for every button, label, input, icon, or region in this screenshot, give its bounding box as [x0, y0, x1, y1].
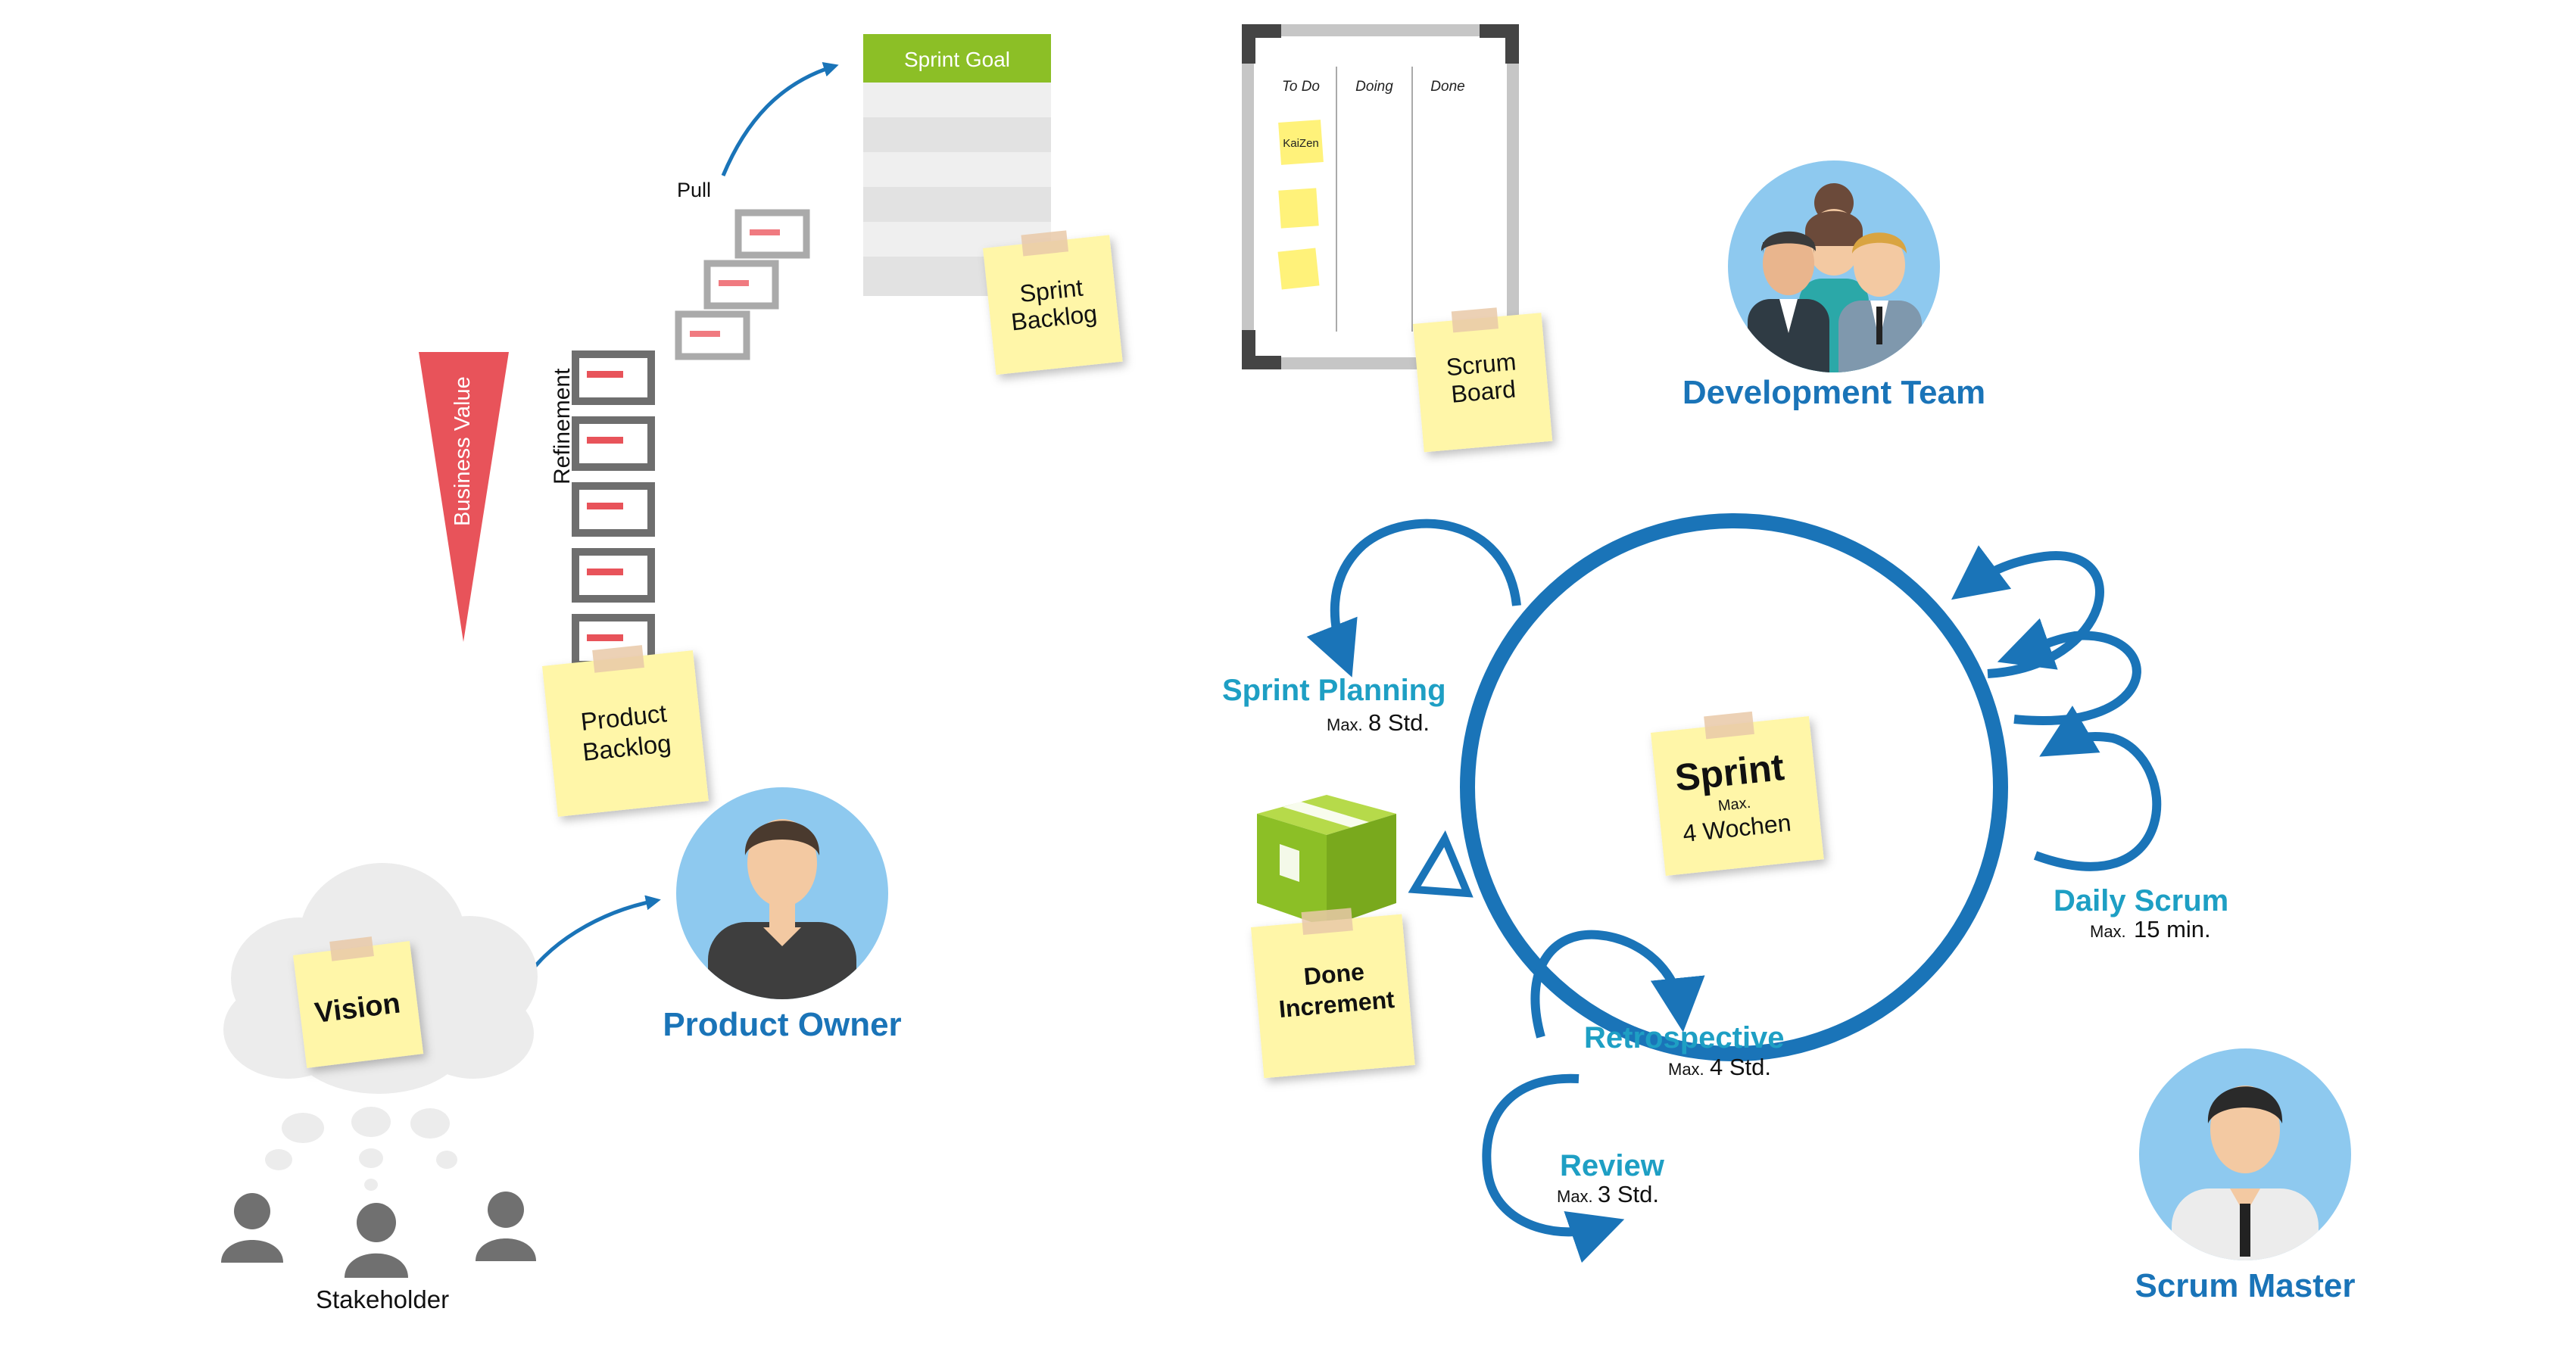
note-line-2: Board — [1450, 375, 1517, 408]
review-loop — [1482, 1073, 1625, 1263]
pull-arrow — [721, 62, 839, 176]
tape — [1451, 307, 1499, 333]
sprint-backlog-row — [863, 117, 1051, 152]
sprint-max: Max. — [1717, 795, 1751, 815]
tape — [1301, 908, 1353, 936]
backlog-item-bar — [587, 634, 623, 641]
daily-scrum-max: Max. — [2090, 922, 2126, 941]
backlog-item-bar — [690, 331, 720, 337]
retrospective-label: Retrospective — [1584, 1021, 1785, 1054]
daily-scrum-loop — [1951, 545, 2104, 678]
board-column-todo: To Do — [1282, 79, 1320, 95]
review-label: Review — [1560, 1149, 1665, 1182]
product-owner-label: Product Owner — [663, 1006, 901, 1043]
pulled-items — [675, 209, 810, 360]
vision-to-owner-arrow — [520, 895, 661, 986]
development-team-avatar — [1728, 160, 1940, 372]
tape — [329, 936, 374, 961]
tape — [592, 645, 644, 673]
backlog-item-bar — [719, 280, 749, 286]
sprint-note: Sprint Max. 4 Wochen — [1651, 711, 1824, 876]
pull-label: Pull — [677, 179, 711, 201]
sprint-planning-duration: 8 Std. — [1368, 709, 1430, 736]
scrum-master-label: Scrum Master — [2135, 1267, 2355, 1304]
board-card-kaizen — [1278, 120, 1324, 165]
review-duration: 3 Std. — [1598, 1181, 1659, 1207]
business-value-triangle — [419, 352, 509, 642]
scrum-master-avatar — [2139, 1048, 2351, 1260]
scrum-board-note: Scrum Board — [1413, 307, 1553, 453]
person-icon — [476, 1192, 536, 1261]
note-line-1: Scrum — [1445, 347, 1517, 381]
development-team-label: Development Team — [1683, 374, 1985, 411]
stakeholder-label: Stakeholder — [316, 1285, 449, 1313]
backlog-item-bar — [587, 371, 623, 378]
tape — [1021, 230, 1069, 257]
sprint-planning-label: Sprint Planning — [1222, 674, 1446, 707]
sprint-planning-loop — [1306, 519, 1521, 678]
tape — [1704, 711, 1754, 740]
note-line-1: Sprint — [1018, 274, 1084, 308]
retrospective-loop — [1530, 930, 1705, 1039]
daily-scrum-loop — [1997, 618, 2141, 725]
sprint-goal-label: Sprint Goal — [904, 48, 1010, 71]
daily-scrum-duration: 15 min. — [2134, 916, 2211, 942]
stakeholder-icons — [221, 1192, 536, 1278]
scrum-board: To Do Doing Done KaiZen — [1242, 24, 1519, 369]
board-card — [1278, 188, 1319, 229]
retrospective-duration: 4 Std. — [1710, 1054, 1771, 1080]
board-card — [1277, 248, 1320, 290]
board-column-doing: Doing — [1355, 79, 1393, 95]
increment-box-icon — [1257, 795, 1396, 927]
person-icon — [221, 1193, 283, 1263]
sprint-backlog-list: Sprint Goal — [863, 34, 1051, 296]
daily-scrum-label: Daily Scrum — [2054, 884, 2228, 917]
backlog-item-bar — [750, 229, 780, 235]
backlog-item-bar — [587, 569, 623, 575]
done-increment-note: Done Increment — [1251, 908, 1415, 1079]
sprint-backlog-row — [863, 152, 1051, 187]
sprint-goal-header — [863, 34, 1051, 83]
refinement-label: Refinement — [550, 368, 575, 484]
board-card-kaizen-label: KaiZen — [1283, 137, 1319, 150]
vision-note: Vision — [293, 936, 424, 1068]
sprint-backlog-row — [863, 187, 1051, 222]
sprint-cycle — [1460, 513, 2008, 1061]
product-owner-avatar — [676, 787, 888, 999]
retrospective-max: Max. — [1668, 1060, 1704, 1079]
person-icon — [345, 1203, 408, 1278]
product-backlog-note: Product Backlog — [542, 645, 709, 817]
sprint-backlog-row — [863, 83, 1051, 117]
product-backlog-stack — [572, 350, 655, 668]
backlog-item-bar — [587, 503, 623, 509]
business-value-label: Business Value — [451, 376, 475, 526]
review-max: Max. — [1557, 1187, 1593, 1206]
sprint-planning-max: Max. — [1327, 715, 1363, 734]
daily-scrum-loop — [2033, 706, 2162, 871]
backlog-item-bar — [587, 437, 623, 444]
sprint-cycle-arrowhead — [1408, 830, 1474, 898]
sprint-backlog-note: Sprint Backlog — [983, 230, 1123, 375]
board-column-done: Done — [1430, 79, 1464, 95]
note-line-1: Done — [1302, 958, 1365, 990]
